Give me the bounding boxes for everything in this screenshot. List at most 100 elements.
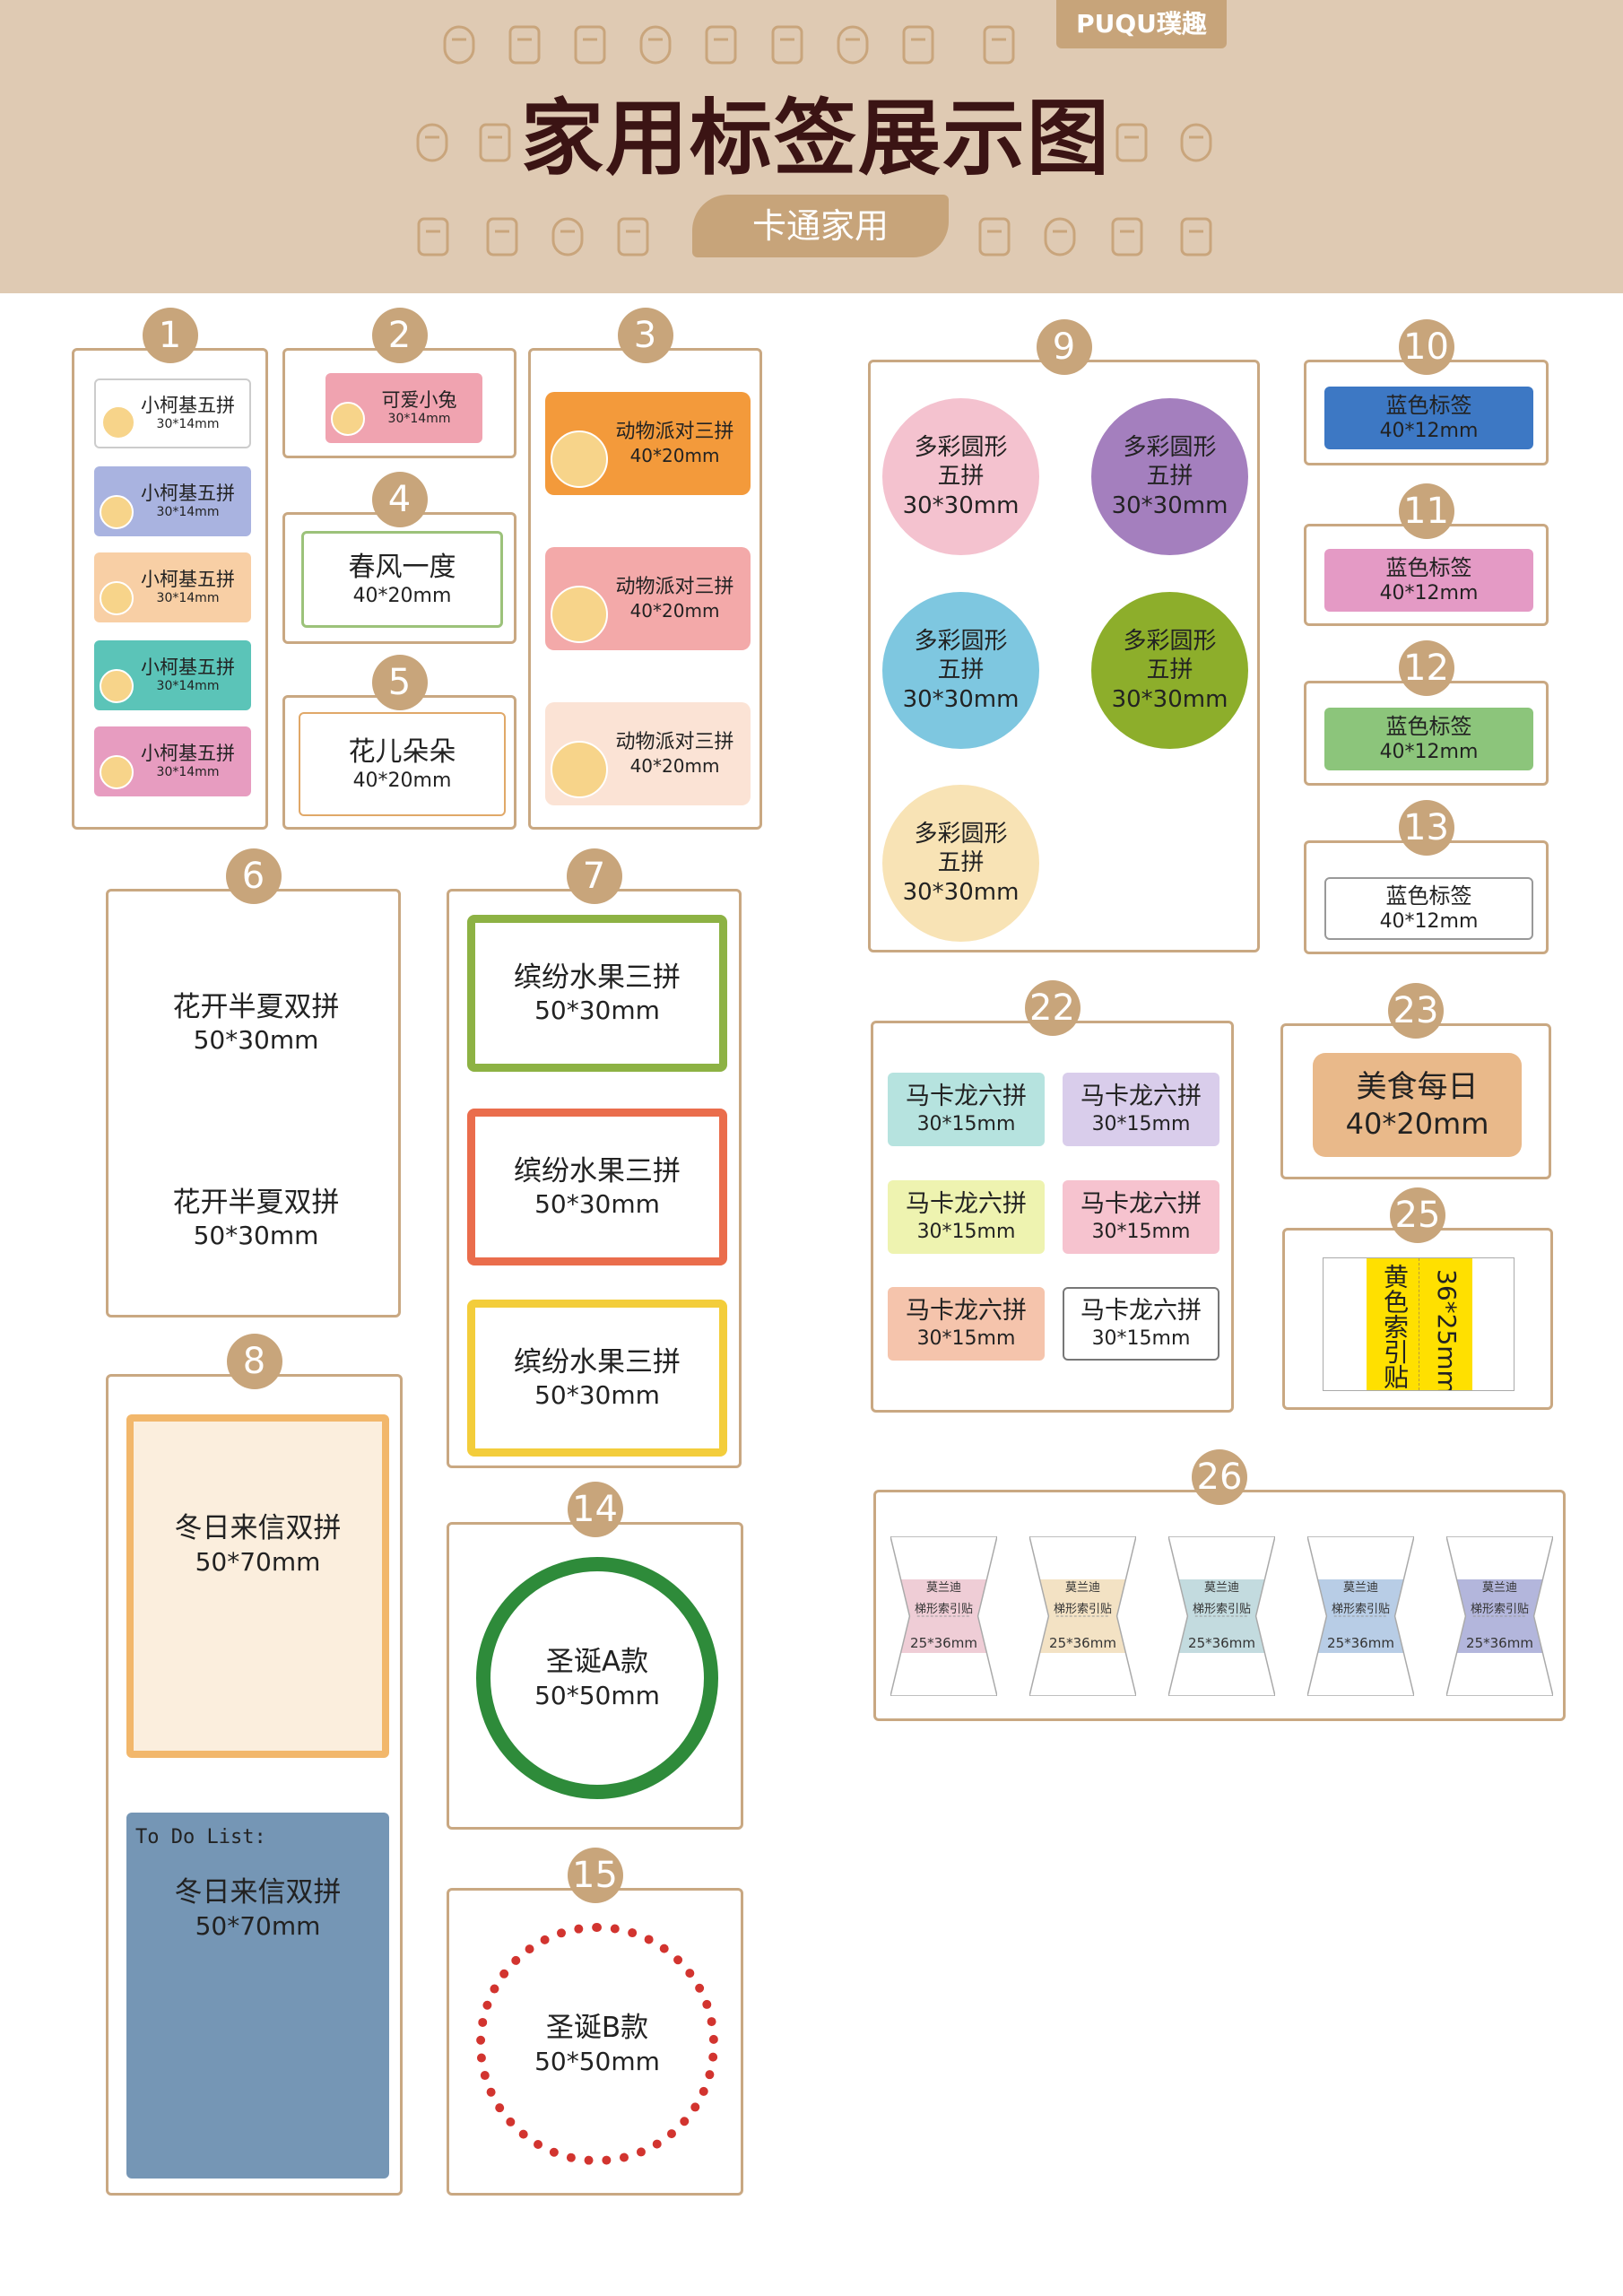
- pencil-cone-icon: [410, 213, 456, 260]
- notepad-icon: [971, 213, 1018, 260]
- panel-number-badge: 7: [566, 848, 622, 904]
- label-name: 多彩圆形: [914, 433, 1008, 461]
- label-name: 花儿朵朵: [348, 735, 456, 768]
- trapezoid-shape: [1307, 1536, 1414, 1696]
- label-size: 40*20mm: [629, 754, 720, 777]
- brand-logo: PUQU璞趣: [1056, 0, 1227, 48]
- panel-number-badge: 11: [1398, 483, 1454, 539]
- panel-number-badge: 4: [371, 472, 428, 527]
- panel-number-badge: 12: [1398, 640, 1454, 696]
- backpack-icon: [1173, 119, 1219, 166]
- label-name: 多彩圆形: [1123, 627, 1217, 655]
- label-name: 马卡龙六拼: [1081, 1083, 1202, 1111]
- trapezoid-shape: [1168, 1536, 1275, 1696]
- label-size: 30*14mm: [156, 505, 220, 520]
- label-name: 马卡龙六拼: [906, 1083, 1027, 1111]
- label-name: 花开半夏双拼: [172, 990, 340, 1023]
- label-type: 梯形索引贴: [1331, 1603, 1390, 1616]
- label-size: 40*12mm: [1379, 741, 1479, 764]
- search-icon: [1108, 119, 1155, 166]
- label-size: 50*70mm: [195, 1546, 321, 1577]
- label-size: 25*36mm: [910, 1635, 977, 1651]
- mascot-icon: [101, 405, 135, 439]
- tshirt-icon: [1173, 213, 1219, 260]
- label-name: 莫兰迪: [1481, 1581, 1517, 1595]
- panel-number-badge: 3: [617, 308, 673, 363]
- mascot-icon: [551, 430, 608, 488]
- label-name: 可爱小兔: [381, 389, 457, 412]
- label-size: 25*36mm: [1327, 1635, 1394, 1651]
- label-size: 50*30mm: [534, 1189, 660, 1220]
- header-banner: PUQU璞趣 家用标签展示图 卡通家用: [0, 0, 1623, 293]
- label-name: 小柯基五拼: [141, 483, 235, 505]
- skirt-icon: [436, 22, 482, 68]
- label-name: 黄色索引贴: [1380, 1264, 1410, 1389]
- label-name: 小柯基五拼: [141, 657, 235, 679]
- label-size: 25*36mm: [1188, 1635, 1255, 1651]
- eraser-icon: [610, 213, 656, 260]
- label-size: 30*30mm: [1111, 685, 1228, 713]
- label-size: 40*20mm: [1345, 1107, 1489, 1142]
- label-size: 40*12mm: [1379, 910, 1479, 934]
- panel-number-badge: 25: [1390, 1187, 1445, 1243]
- trapezoid-shape: [1029, 1536, 1136, 1696]
- globe-icon: [544, 213, 591, 260]
- label-size: 40*20mm: [629, 444, 720, 466]
- book-icon: [409, 119, 456, 166]
- label-size: 40*20mm: [352, 770, 452, 792]
- panel-number-badge: 22: [1024, 980, 1081, 1036]
- label-size: 30*30mm: [902, 685, 1020, 713]
- label-name: 缤纷水果三拼: [514, 1154, 681, 1187]
- panel-number-badge: 10: [1398, 319, 1454, 375]
- label-size: 50*30mm: [534, 996, 660, 1026]
- tag-icon: [895, 22, 942, 68]
- panel-number-badge: 2: [371, 308, 428, 363]
- label-name: 冬日来信双拼: [174, 1876, 342, 1909]
- label-name: 蓝色标签: [1385, 883, 1472, 909]
- trapezoid-shape: [890, 1536, 997, 1696]
- category-pill: 卡通家用: [692, 195, 949, 257]
- label-name: 圣诞A款: [545, 1646, 649, 1679]
- trapezoid-index-sticker: 莫兰迪梯形索引贴 25*36mm: [1307, 1536, 1414, 1696]
- panel-number-badge: 8: [226, 1334, 282, 1389]
- label-size: 50*50mm: [534, 1680, 660, 1710]
- label-name: 莫兰迪: [925, 1581, 961, 1595]
- panel-number-badge: 9: [1036, 319, 1092, 375]
- label-name: 莫兰迪: [1342, 1581, 1378, 1595]
- label-name: 马卡龙六拼: [906, 1190, 1027, 1219]
- trapezoid-shape: [1446, 1536, 1553, 1696]
- label-name: 多彩圆形: [914, 820, 1008, 848]
- bra-icon: [567, 22, 613, 68]
- label-type: 梯形索引贴: [1192, 1603, 1251, 1616]
- label-name: 五拼: [1146, 463, 1193, 491]
- shirt-icon: [501, 22, 548, 68]
- mascot-icon: [100, 581, 134, 615]
- label-size: 30*14mm: [156, 417, 220, 432]
